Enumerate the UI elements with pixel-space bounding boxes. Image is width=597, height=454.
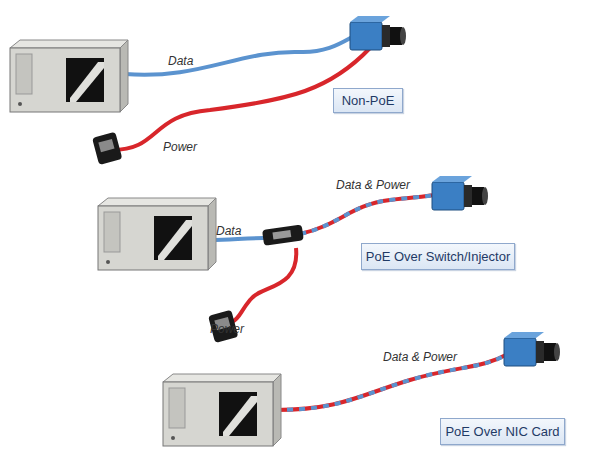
data-cable bbox=[125, 34, 358, 75]
lens-front bbox=[554, 343, 560, 361]
poe-cable-stripe bbox=[300, 194, 440, 234]
pc-top bbox=[163, 374, 281, 382]
camera-mount bbox=[464, 185, 472, 207]
adapter-label bbox=[98, 139, 114, 152]
caption-text: PoE Over NIC Card bbox=[445, 424, 559, 439]
pc-front bbox=[10, 48, 120, 112]
pc-glare bbox=[70, 62, 104, 102]
pc-side bbox=[273, 374, 281, 446]
power-cable bbox=[112, 48, 370, 150]
injector-body bbox=[262, 224, 304, 245]
cable-label: Data bbox=[168, 54, 193, 68]
industrial-pc bbox=[10, 40, 128, 112]
gige-camera bbox=[432, 176, 488, 210]
pc-glare bbox=[158, 220, 192, 260]
pc-side bbox=[120, 40, 128, 112]
power-adapter bbox=[92, 132, 122, 165]
pc-front bbox=[98, 206, 208, 270]
pc-vent bbox=[169, 388, 185, 428]
caption-box: Non-PoE bbox=[333, 88, 403, 113]
camera-body bbox=[504, 338, 536, 366]
cable-label: Data & Power bbox=[336, 178, 410, 192]
lens-front bbox=[400, 27, 406, 45]
pc-window bbox=[66, 58, 104, 102]
gige-camera bbox=[504, 332, 560, 366]
adapter-body bbox=[92, 132, 122, 165]
power-cable bbox=[232, 248, 296, 322]
camera-mount bbox=[536, 341, 544, 363]
poe-injector bbox=[262, 224, 304, 245]
pc-vent bbox=[104, 212, 120, 252]
cable-label: Power bbox=[210, 322, 244, 336]
camera-top bbox=[350, 16, 390, 22]
poe-cable bbox=[300, 194, 440, 234]
camera-mount bbox=[382, 25, 390, 47]
gige-camera bbox=[350, 16, 406, 50]
data-cable bbox=[210, 238, 264, 240]
pc-button bbox=[18, 102, 22, 106]
cable-label: Power bbox=[163, 140, 197, 154]
cable-label: Data & Power bbox=[383, 350, 457, 364]
caption-box: PoE Over Switch/Injector bbox=[361, 243, 515, 270]
caption-text: PoE Over Switch/Injector bbox=[366, 249, 511, 264]
pc-glare bbox=[223, 396, 257, 436]
pc-top bbox=[10, 40, 128, 48]
industrial-pc bbox=[98, 198, 216, 270]
pc-side bbox=[208, 198, 216, 270]
lens-front bbox=[482, 187, 488, 205]
pc-window bbox=[154, 216, 192, 260]
camera-top bbox=[432, 176, 472, 182]
pc-front bbox=[163, 382, 273, 446]
pc-button bbox=[106, 260, 110, 264]
pc-vent bbox=[16, 54, 32, 94]
camera-body bbox=[432, 182, 464, 210]
caption-text: Non-PoE bbox=[342, 93, 395, 108]
pc-window bbox=[219, 392, 257, 436]
camera-body bbox=[350, 22, 382, 50]
caption-box: PoE Over NIC Card bbox=[440, 418, 565, 445]
pc-button bbox=[171, 436, 175, 440]
injector-label bbox=[272, 230, 291, 239]
cable-label: Data bbox=[216, 224, 241, 238]
industrial-pc bbox=[163, 374, 281, 446]
pc-top bbox=[98, 198, 216, 206]
camera-top bbox=[504, 332, 544, 338]
